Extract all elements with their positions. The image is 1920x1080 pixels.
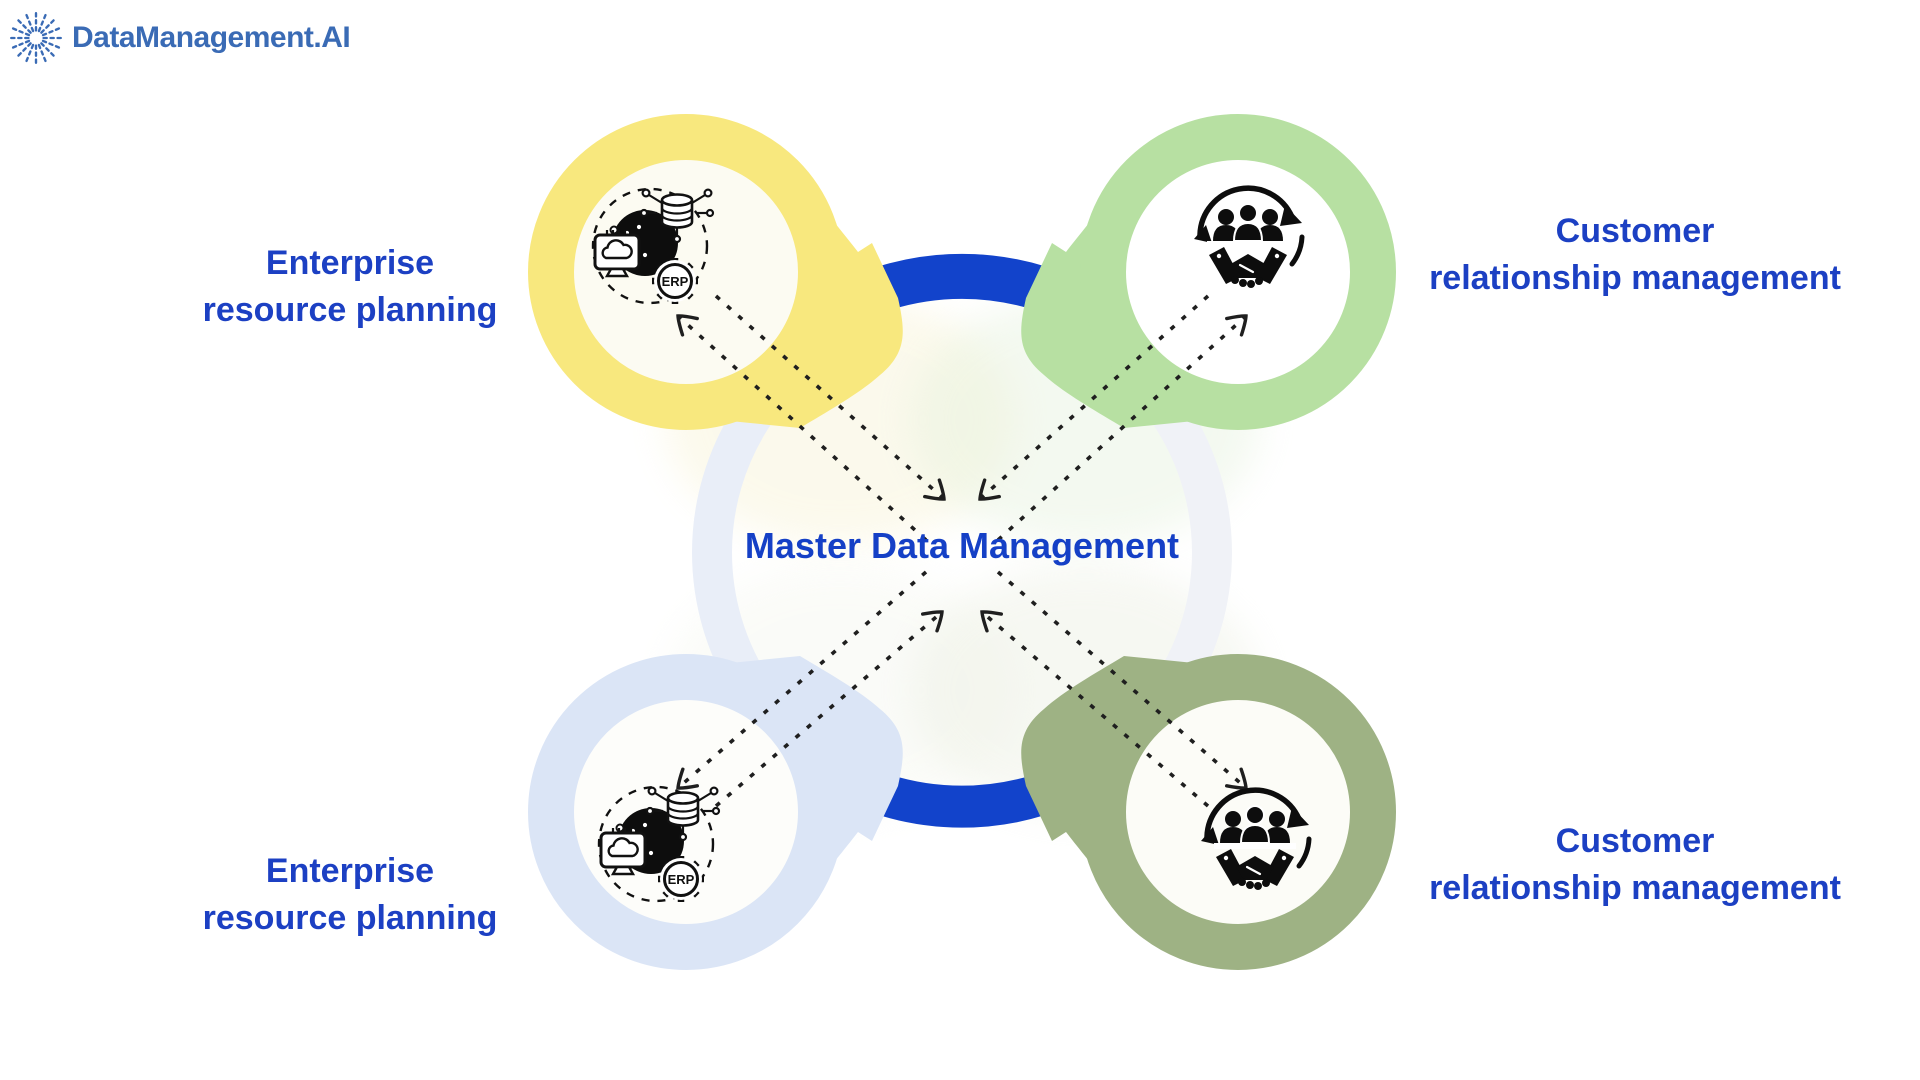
label-erp-top-line1: Enterprise bbox=[265, 244, 435, 282]
arrow-center-to-crm-top bbox=[996, 314, 1248, 542]
label-crm-top: Customer relationship management bbox=[1385, 208, 1885, 302]
arrow-crm-bottom-to-center bbox=[980, 610, 1210, 808]
erp-bottom-tail bbox=[720, 656, 903, 920]
arrow-center-to-erp-top bbox=[676, 314, 928, 542]
label-crm-bottom-line1: Customer bbox=[1555, 822, 1715, 860]
crm-handshake-icon bbox=[1194, 185, 1305, 288]
label-crm-top-line2: relationship management bbox=[1429, 259, 1841, 297]
crm-top-tail bbox=[1021, 164, 1204, 428]
arrow-crm-top-to-center bbox=[978, 294, 1210, 501]
crm-bottom-tail bbox=[1021, 656, 1204, 920]
crm-top-ring bbox=[1080, 114, 1396, 430]
label-erp-bottom: Enterprise resource planning bbox=[130, 848, 570, 942]
logo: DataManagement.AI bbox=[8, 10, 351, 66]
label-crm-bottom: Customer relationship management bbox=[1385, 818, 1885, 912]
arrow-erp-bottom-to-center bbox=[714, 610, 944, 808]
arrow-center-to-crm-bottom bbox=[996, 570, 1248, 790]
top-blue-arc bbox=[878, 253, 1046, 310]
erp-icon-label: ERP bbox=[662, 274, 689, 289]
label-erp-bottom-line2: resource planning bbox=[202, 899, 498, 937]
erp-bottom-ring bbox=[528, 654, 844, 970]
label-erp-top-line2: resource planning bbox=[202, 291, 498, 329]
crm-bottom-ring bbox=[1080, 654, 1396, 970]
erp-system-icon-bottom bbox=[593, 781, 723, 911]
erp-top-tail bbox=[720, 164, 903, 428]
label-erp-bottom-line1: Enterprise bbox=[265, 852, 435, 890]
bottom-blue-arc bbox=[878, 774, 1046, 828]
label-crm-top-line1: Customer bbox=[1555, 212, 1715, 250]
label-crm-bottom-line2: relationship management bbox=[1429, 869, 1841, 907]
crm-bottom-inner bbox=[1125, 699, 1351, 925]
erp-top-ring bbox=[528, 114, 844, 430]
erp-system-icon: ERP bbox=[591, 187, 715, 305]
page-title: Master Data Management bbox=[744, 525, 1180, 566]
dashed-arrows bbox=[676, 294, 1248, 808]
logo-text: DataManagement.AI bbox=[72, 21, 351, 54]
starburst-icon bbox=[8, 10, 64, 66]
arrow-center-to-erp-bottom bbox=[676, 570, 928, 790]
label-erp-top: Enterprise resource planning bbox=[130, 240, 570, 334]
crm-handshake-icon-bottom bbox=[1180, 767, 1330, 917]
arrow-erp-top-to-center bbox=[714, 294, 946, 501]
